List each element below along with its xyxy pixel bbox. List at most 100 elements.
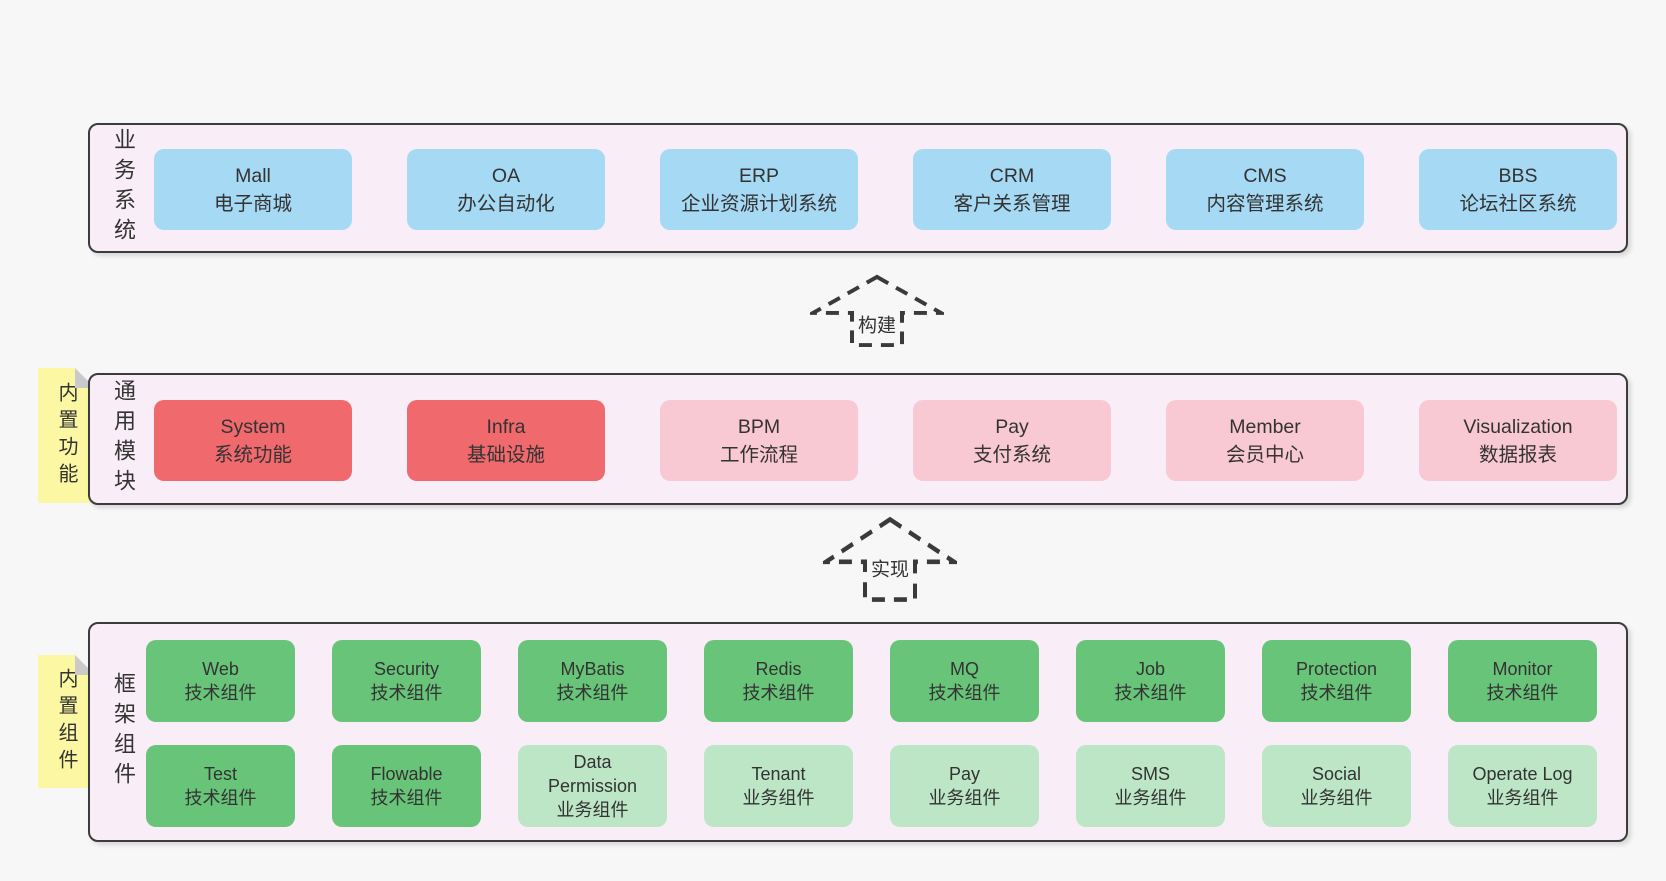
box-job: Job 技术组件	[1076, 640, 1225, 722]
box-flowable: Flowable 技术组件	[332, 745, 481, 827]
implement-arrow-label: 实现	[867, 554, 913, 582]
box-subtitle: 内容管理系统	[1206, 192, 1324, 215]
box-title: Infra	[486, 415, 526, 438]
box-subtitle: 工作流程	[719, 443, 798, 466]
box-monitor: Monitor 技术组件	[1448, 640, 1597, 722]
box-title: Mall	[235, 164, 271, 187]
box-title: Social	[1311, 764, 1362, 784]
box-subtitle: 业务组件	[1300, 788, 1373, 808]
implement-arrow: 实现	[823, 516, 957, 603]
box-title: Security	[373, 659, 440, 679]
box-title: Pay	[948, 764, 981, 784]
box-security: Security 技术组件	[332, 640, 481, 722]
box-infra: Infra 基础设施	[407, 400, 605, 481]
box-erp: ERP 企业资源计划系统	[660, 149, 858, 230]
common-modules-row: System 系统功能 Infra 基础设施 BPM 工作流程 Pay 支付系统…	[154, 400, 1617, 481]
box-subtitle: 技术组件	[1486, 683, 1559, 703]
box-social: Social 业务组件	[1262, 745, 1411, 827]
box-title: System	[220, 415, 286, 438]
box-subtitle: 技术组件	[742, 683, 815, 703]
common-modules-panel: 通用模块 System 系统功能 Infra 基础设施 BPM 工作流程 Pay…	[88, 373, 1628, 505]
box-subtitle: 业务组件	[742, 788, 815, 808]
box-subtitle: 数据报表	[1478, 443, 1557, 466]
box-sms: SMS 业务组件	[1076, 745, 1225, 827]
common-modules-label: 通用模块	[111, 379, 136, 499]
box-subtitle: 电子商城	[213, 192, 292, 215]
business-systems-panel: 业务系统 Mall 电子商城 OA 办公自动化 ERP 企业资源计划系统 CRM…	[88, 123, 1628, 253]
box-title: OA	[491, 164, 521, 187]
box-title: Member	[1229, 415, 1301, 438]
business-systems-row: Mall 电子商城 OA 办公自动化 ERP 企业资源计划系统 CRM 客户关系…	[154, 149, 1617, 230]
box-title: BBS	[1498, 164, 1538, 187]
box-title: Flowable	[370, 764, 443, 784]
box-subtitle: 办公自动化	[457, 192, 555, 215]
build-arrow-label: 构建	[854, 310, 900, 338]
box-title: Job	[1135, 659, 1166, 679]
box-subtitle: 论坛社区系统	[1459, 192, 1577, 215]
box-title: MyBatis	[560, 659, 625, 679]
box-subtitle: 业务组件	[556, 800, 629, 820]
builtin-components-note: 内置组件	[38, 655, 95, 788]
box-subtitle: 技术组件	[184, 788, 257, 808]
box-protection: Protection 技术组件	[1262, 640, 1411, 722]
box-system: System 系统功能	[154, 400, 352, 481]
box-title: Protection	[1295, 659, 1378, 679]
framework-components-panel: 框架组件 Web 技术组件 Security 技术组件 MyBatis 技术组件…	[88, 622, 1628, 842]
box-title: ERP	[738, 164, 780, 187]
box-subtitle: 业务组件	[1114, 788, 1187, 808]
box-mall: Mall 电子商城	[154, 149, 352, 230]
build-arrow: 构建	[810, 274, 944, 348]
framework-components-row-2: Test 技术组件 Flowable 技术组件 Data Permission …	[146, 745, 1597, 827]
box-subtitle: 客户关系管理	[953, 192, 1071, 215]
box-title: Data Permission	[547, 752, 638, 796]
box-title: Test	[203, 764, 237, 784]
box-subtitle: 会员中心	[1225, 443, 1304, 466]
box-subtitle: 技术组件	[556, 683, 629, 703]
box-visualization: Visualization 数据报表	[1419, 400, 1617, 481]
box-web: Web 技术组件	[146, 640, 295, 722]
framework-components-row-1: Web 技术组件 Security 技术组件 MyBatis 技术组件 Redi…	[146, 640, 1597, 722]
box-subtitle: 支付系统	[972, 443, 1051, 466]
box-data-permission: Data Permission 业务组件	[518, 745, 667, 827]
box-title: SMS	[1130, 764, 1170, 784]
box-bpm: BPM 工作流程	[660, 400, 858, 481]
builtin-components-note-label: 内置组件	[55, 667, 77, 776]
box-member: Member 会员中心	[1166, 400, 1364, 481]
box-bbs: BBS 论坛社区系统	[1419, 149, 1617, 230]
box-title: MQ	[950, 659, 979, 679]
box-cms: CMS 内容管理系统	[1166, 149, 1364, 230]
box-subtitle: 技术组件	[184, 683, 257, 703]
box-title: CMS	[1243, 164, 1287, 187]
builtin-features-note: 内置功能	[38, 368, 95, 503]
box-title: Web	[202, 659, 239, 679]
box-subtitle: 企业资源计划系统	[680, 192, 837, 215]
box-subtitle: 技术组件	[1114, 683, 1187, 703]
box-title: Pay	[995, 415, 1029, 438]
business-systems-label: 业务系统	[111, 128, 136, 248]
box-pay: Pay 支付系统	[913, 400, 1111, 481]
box-oa: OA 办公自动化	[407, 149, 605, 230]
box-tenant: Tenant 业务组件	[704, 745, 853, 827]
builtin-features-note-label: 内置功能	[55, 381, 77, 490]
framework-components-label: 框架组件	[111, 672, 136, 792]
box-pay-component: Pay 业务组件	[890, 745, 1039, 827]
box-mq: MQ 技术组件	[890, 640, 1039, 722]
box-title: Visualization	[1463, 415, 1573, 438]
box-title: Tenant	[751, 764, 806, 784]
box-subtitle: 技术组件	[370, 683, 443, 703]
box-title: CRM	[989, 164, 1035, 187]
box-operate-log: Operate Log 业务组件	[1448, 745, 1597, 827]
box-title: Monitor	[1492, 659, 1553, 679]
box-subtitle: 业务组件	[1486, 788, 1559, 808]
box-subtitle: 技术组件	[928, 683, 1001, 703]
box-test: Test 技术组件	[146, 745, 295, 827]
box-subtitle: 技术组件	[1300, 683, 1373, 703]
box-title: Operate Log	[1472, 764, 1573, 784]
box-mybatis: MyBatis 技术组件	[518, 640, 667, 722]
box-crm: CRM 客户关系管理	[913, 149, 1111, 230]
box-subtitle: 基础设施	[466, 443, 545, 466]
box-redis: Redis 技术组件	[704, 640, 853, 722]
box-subtitle: 技术组件	[370, 788, 443, 808]
box-title: Redis	[755, 659, 802, 679]
box-subtitle: 系统功能	[213, 443, 292, 466]
